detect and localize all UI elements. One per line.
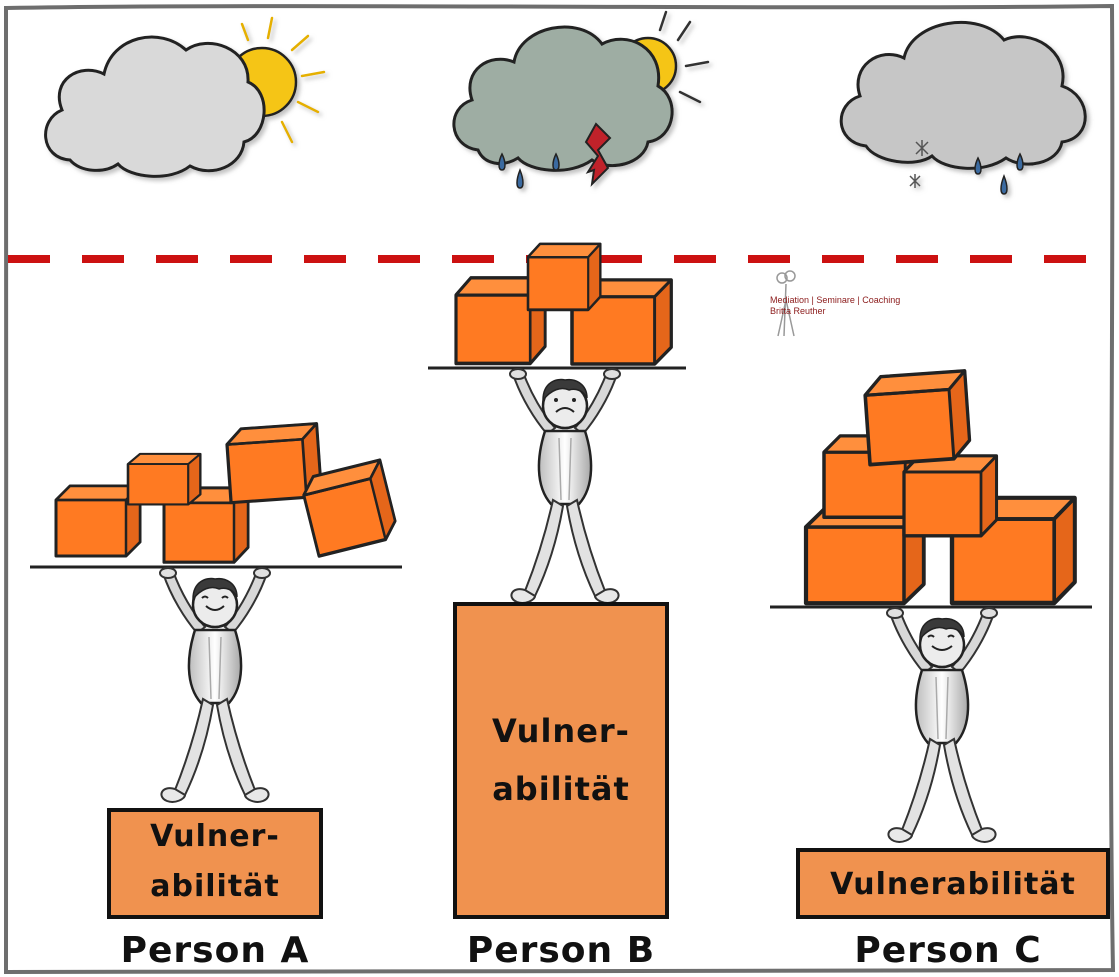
storm-cloud-with-sun-icon	[452, 10, 710, 189]
logo-line-2: Britta Reuther	[770, 306, 826, 316]
person-a-figure	[158, 566, 272, 804]
person-b-label: Person B	[467, 930, 655, 971]
logo-line-1: Mediation | Seminare | Coaching	[770, 295, 900, 305]
person-c-figure	[885, 606, 999, 844]
person-b-figure	[508, 367, 622, 605]
cloud-with-sun-icon	[44, 16, 326, 178]
person-a-label: Person A	[121, 930, 310, 971]
person-a-pillar	[107, 808, 323, 919]
person-c-pillar-text: Vulnerabilität	[830, 867, 1076, 902]
frame-border	[3, 3, 1116, 975]
rain-snow-cloud-icon	[839, 20, 1087, 195]
person-a-pillar-line1: Vulner-	[150, 819, 280, 854]
person-a-boxes	[54, 422, 401, 564]
britta-reuther-logo: Mediation | Seminare | Coaching Britta R…	[770, 270, 900, 337]
person-b-pillar-line1: Vulner-	[492, 712, 630, 750]
person-b-pillar-line2: abilität	[492, 770, 630, 808]
person-c-group: Vulnerabilität Person C	[770, 369, 1110, 971]
person-c-pillar	[796, 848, 1110, 919]
person-c-boxes	[806, 369, 1075, 603]
person-c-label: Person C	[854, 930, 1041, 971]
person-a-pillar-line2: abilität	[150, 869, 280, 904]
person-a-group: Vulner- abilität Person A	[30, 422, 402, 971]
person-b-group: Vulner- abilität Person B	[428, 242, 686, 971]
person-b-pillar	[453, 602, 669, 919]
